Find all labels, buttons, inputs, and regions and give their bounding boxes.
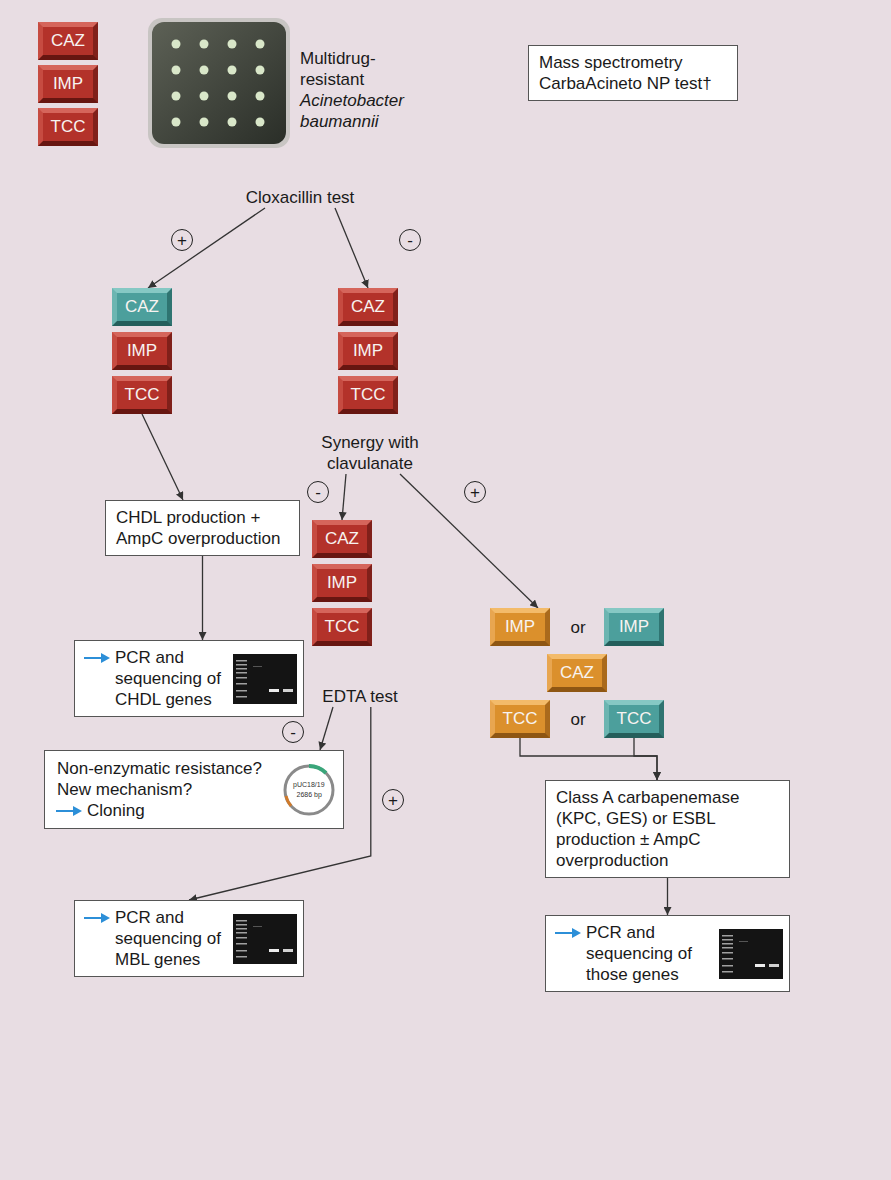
- pcr-box: PCR and sequencing of those genes: [545, 915, 790, 992]
- node-text: TCC: [51, 114, 86, 140]
- pcr-box: PCR and sequencing of CHDL genes: [74, 640, 304, 717]
- drug-box: TCC: [490, 700, 550, 738]
- node-text: TCC: [351, 382, 386, 408]
- drug-box: TCC: [312, 608, 372, 646]
- node-text: Cloning: [57, 800, 277, 821]
- drug-box: IMP: [38, 65, 98, 103]
- plasmid-map: [280, 761, 338, 819]
- node-text: New mechanism?: [57, 779, 277, 800]
- drug-box: TCC: [112, 376, 172, 414]
- node-text: EDTA test: [315, 686, 405, 707]
- node-text: PCR and sequencing of CHDL genes: [115, 647, 229, 710]
- node-text: IMP: [53, 71, 83, 97]
- drug-box: TCC: [604, 700, 664, 738]
- node-text: PCR and sequencing of those genes: [586, 922, 715, 985]
- test-step: EDTA test: [315, 686, 405, 707]
- node-text: Cloxacillin test: [230, 187, 370, 208]
- result-box: CHDL production + AmpC overproduction: [105, 500, 300, 556]
- plate-rim: [148, 18, 290, 148]
- gel-image: [233, 654, 297, 704]
- gel-image: [719, 929, 783, 979]
- drug-box: CAZ: [312, 520, 372, 558]
- plasmid-label: 2686 bp: [297, 791, 322, 799]
- node-text: Mass spectrometry CarbaAcineto NP test†: [539, 52, 727, 94]
- drug-box: CAZ: [38, 22, 98, 60]
- gel-image: [233, 914, 297, 964]
- mechanism-box: Non-enzymatic resistance?New mechanism?C…: [44, 750, 344, 829]
- drug-box: IMP: [312, 564, 372, 602]
- node-text: CHDL production + AmpC overproduction: [116, 507, 289, 549]
- node-text: PCR and sequencing of MBL genes: [115, 907, 229, 970]
- result-sign: -: [307, 481, 329, 503]
- flow-arrow: [634, 738, 657, 780]
- blue-arrow: [84, 912, 110, 924]
- node-text: TCC: [503, 706, 538, 732]
- flow-arrow: [342, 474, 346, 520]
- node-text: CAZ: [51, 28, 85, 54]
- node-text: IMP: [505, 614, 535, 640]
- node-text: CAZ: [560, 660, 594, 686]
- node-text: IMP: [353, 338, 383, 364]
- plate-agar: [152, 22, 286, 144]
- node-text: TCC: [617, 706, 652, 732]
- drug-box: CAZ: [547, 654, 607, 692]
- drug-box: TCC: [338, 376, 398, 414]
- node-text: Synergy with clavulanate: [310, 432, 430, 474]
- annotation-text: or: [571, 709, 586, 730]
- node-text: CAZ: [125, 294, 159, 320]
- node-text: IMP: [327, 570, 357, 596]
- node-text: IMP: [619, 614, 649, 640]
- node-text: Non-enzymatic resistance?: [57, 758, 277, 779]
- result-sign: +: [464, 481, 486, 503]
- node-text: Class A carbapenemase (KPC, GES) or ESBL…: [556, 787, 779, 871]
- antibiotic-disks: [172, 40, 265, 127]
- flow-arrow: [142, 414, 183, 500]
- test-step: Synergy with clavulanate: [310, 432, 430, 474]
- flow-arrow: [667, 878, 668, 915]
- result-sign: +: [171, 229, 193, 251]
- blue-arrow: [84, 652, 110, 664]
- drug-box: CAZ: [338, 288, 398, 326]
- node-text: TCC: [125, 382, 160, 408]
- flow-arrow: [148, 208, 265, 288]
- test-step: Cloxacillin test: [230, 187, 370, 208]
- flow-arrow: [400, 474, 538, 608]
- node-text: CAZ: [351, 294, 385, 320]
- drug-box: IMP: [112, 332, 172, 370]
- flow-arrow: [520, 738, 657, 780]
- blue-arrow: [555, 927, 581, 939]
- result-box: Class A carbapenemase (KPC, GES) or ESBL…: [545, 780, 790, 878]
- plasmid-label: pUC18/19: [293, 781, 325, 789]
- result-sign: +: [382, 789, 404, 811]
- node-text: TCC: [325, 614, 360, 640]
- drug-box: TCC: [38, 108, 98, 146]
- drug-box: IMP: [338, 332, 398, 370]
- result-box: Mass spectrometry CarbaAcineto NP test†: [528, 45, 738, 101]
- flow-arrow: [320, 707, 333, 750]
- node-text: IMP: [127, 338, 157, 364]
- node-text: CAZ: [325, 526, 359, 552]
- annotation-text: or: [571, 617, 586, 638]
- blue-arrow: [56, 805, 82, 817]
- pcr-box: PCR and sequencing of MBL genes: [74, 900, 304, 977]
- flow-arrow: [202, 556, 203, 640]
- drug-box: IMP: [490, 608, 550, 646]
- result-sign: -: [399, 229, 421, 251]
- drug-box: IMP: [604, 608, 664, 646]
- flow-arrow: [335, 208, 368, 288]
- drug-box: CAZ: [112, 288, 172, 326]
- result-sign: -: [282, 721, 304, 743]
- annotation-text: Acinetobacter baumannii: [300, 90, 425, 132]
- annotation-text: Multidrug-resistant: [300, 48, 425, 90]
